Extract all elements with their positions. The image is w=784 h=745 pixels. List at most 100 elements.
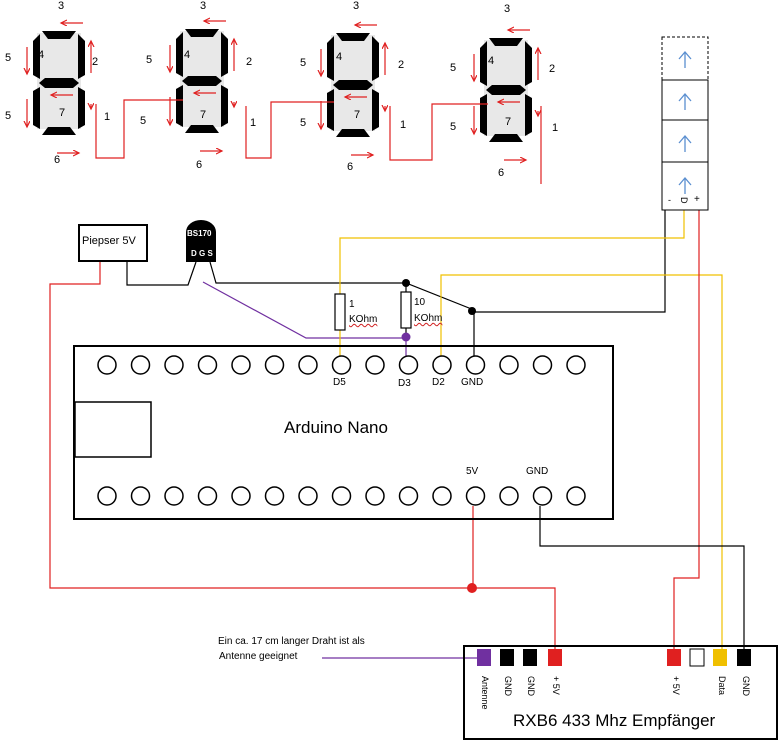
segment-4 — [39, 78, 79, 88]
arduino-pin — [97, 355, 117, 375]
seven-segment-display-4 — [474, 30, 538, 160]
segment-number-label: 2 — [398, 59, 405, 71]
segment-number-label: 3 — [504, 3, 511, 15]
chain-wire-2 — [245, 101, 334, 159]
segment-2 — [78, 34, 85, 79]
transistor-body — [186, 220, 216, 262]
segment-number-label: 3 — [58, 0, 65, 12]
arduino-pin — [298, 355, 318, 375]
segment-number-label: 4 — [336, 51, 343, 63]
segment-6 — [372, 89, 379, 131]
arduino-pin — [532, 486, 553, 506]
segment-5 — [480, 94, 487, 136]
arduino-pin — [432, 355, 452, 375]
antenna-note-line1: Ein ca. 17 cm langer Draht ist als — [218, 636, 365, 647]
chain-wire-1 — [95, 99, 183, 159]
segment-1 — [42, 31, 76, 39]
resistor-1k — [334, 293, 346, 331]
segment-4 — [333, 80, 373, 90]
arduino-pin — [432, 486, 452, 506]
arduino-pin — [97, 486, 117, 506]
segment-2 — [221, 32, 228, 77]
segment-1 — [489, 38, 523, 46]
pin-label-d5: D5 — [333, 377, 346, 388]
up-arrow-icon-head — [678, 135, 692, 144]
receiver-pins — [477, 648, 751, 667]
arduino-pins — [97, 355, 586, 506]
transistor-label: BS170 — [187, 229, 212, 238]
arduino-pin — [331, 486, 352, 506]
arduino-pin — [365, 486, 385, 506]
segment-number-label: 7 — [59, 107, 66, 119]
arduino-pin — [365, 355, 385, 375]
junction-dot-black-2 — [468, 307, 476, 315]
segment-number-label: 6 — [498, 167, 505, 179]
arduino-pin — [298, 486, 318, 506]
arduino-pin — [130, 355, 151, 375]
junction-dot-black-1 — [402, 279, 410, 287]
segment-number-label: 4 — [38, 49, 45, 61]
pin-label-gnd-bottom: GND — [526, 466, 549, 477]
segment-number-label: 3 — [200, 0, 207, 12]
display-chain-wires — [95, 99, 542, 184]
segment-number-label: 3 — [353, 0, 360, 12]
segment-1 — [336, 33, 370, 41]
segment-7 — [42, 127, 76, 135]
wire-d2-data — [440, 274, 723, 650]
receiver-pin-5v-left: + 5V — [551, 676, 561, 695]
arduino-name: Arduino Nano — [284, 418, 388, 437]
seven-segment-display-1 — [27, 23, 91, 153]
chain-wire-3 — [389, 103, 488, 161]
segment-5 — [327, 89, 334, 131]
segment-number-label: 6 — [54, 154, 61, 166]
up-arrow-icon-head — [678, 51, 692, 60]
resistor-10k — [400, 291, 412, 329]
segment-3 — [480, 41, 487, 86]
arduino-pin — [499, 486, 519, 506]
pin-label-d2: D2 — [432, 377, 445, 388]
resistor2-unit: KOhm — [414, 313, 443, 324]
segment-6 — [525, 94, 532, 136]
resistor1-value: 1 — [349, 299, 355, 310]
sensor-pin-plus: + — [694, 194, 700, 205]
wire-nano-gnd — [539, 506, 745, 650]
segment-number-label: 5 — [5, 52, 12, 64]
segment-6 — [221, 85, 228, 127]
antenna-note-line2: Antenne geeignet — [219, 651, 298, 662]
segment-number-label: 7 — [354, 109, 361, 121]
segment-4 — [182, 76, 222, 86]
arduino-pin — [264, 355, 285, 375]
arduino-pin — [264, 486, 285, 506]
arduino-nano-board — [73, 345, 614, 520]
segment-number-label: 5 — [450, 121, 457, 133]
arduino-pin — [465, 486, 486, 506]
receiver-pin-gnd3: GND — [741, 676, 751, 696]
segment-7 — [489, 134, 523, 142]
segment-3 — [327, 36, 334, 81]
receiver-pin-gnd1: GND — [503, 676, 513, 696]
arduino-pin — [499, 355, 519, 375]
segment-number-label: 1 — [552, 122, 559, 134]
wire-piezo-drain — [126, 261, 197, 286]
segment-number-label: 5 — [450, 62, 457, 74]
segment-5 — [33, 87, 40, 129]
arduino-pin — [231, 486, 251, 506]
sensor-pin-data: D — [679, 197, 689, 204]
arduino-pin — [130, 486, 151, 506]
arduino-pin — [197, 486, 218, 506]
segment-2 — [372, 36, 379, 81]
segment-number-label: 1 — [250, 117, 257, 129]
pin-label-gnd-top: GND — [461, 377, 484, 388]
junction-dot-red — [467, 583, 477, 593]
wire-sensor-gnd — [474, 210, 666, 313]
receiver-name: RXB6 433 Mhz Empfänger — [513, 711, 716, 730]
up-arrow-icon-head — [678, 93, 692, 102]
segment-1 — [185, 29, 219, 37]
segment-number-label: 2 — [549, 63, 556, 75]
arduino-pin — [465, 355, 486, 375]
segment-7 — [336, 129, 370, 137]
arduino-pin — [566, 355, 586, 375]
segment-number-label: 5 — [146, 54, 153, 66]
